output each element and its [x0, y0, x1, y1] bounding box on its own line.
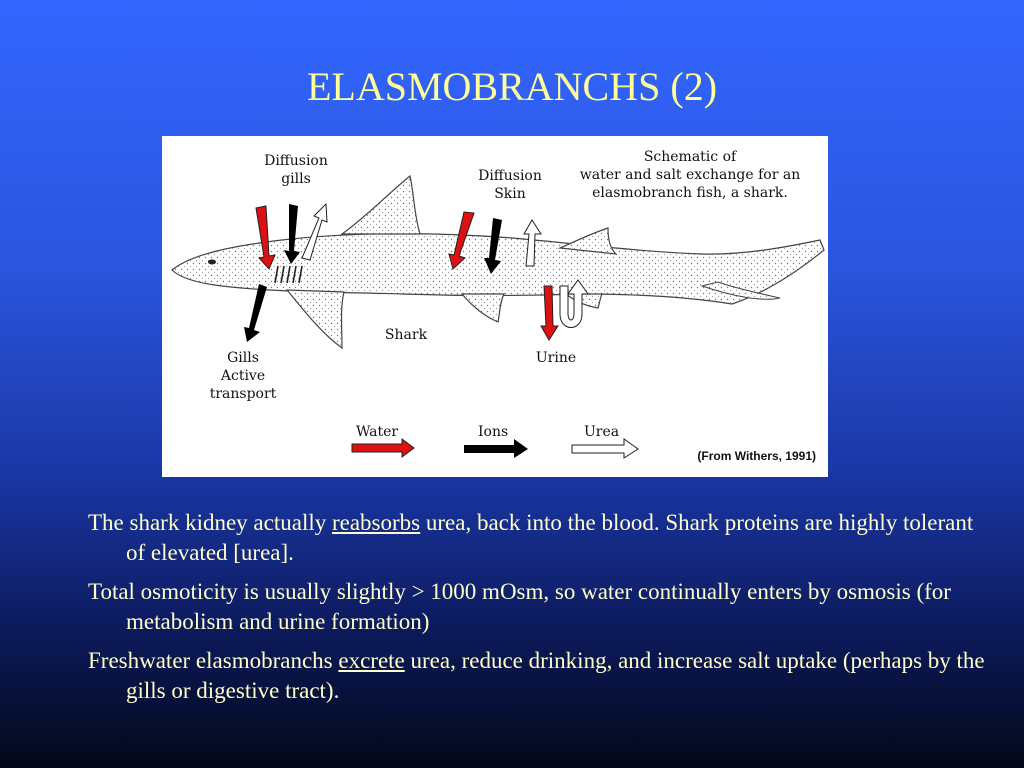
bullet-item: The shark kidney actually reabsorbs urea…	[88, 508, 988, 568]
legend-water-arrow-icon	[351, 438, 415, 458]
label-gills-active-transport: Gills Active transport	[209, 350, 277, 402]
bullet-text: Total osmoticity is usually slightly > 1…	[88, 579, 951, 634]
bullet-list: The shark kidney actually reabsorbs urea…	[88, 508, 988, 715]
slide-title: ELASMOBRANCHS (2)	[306, 64, 718, 109]
bullet-item: Freshwater elasmobranchs excrete urea, r…	[88, 646, 988, 706]
shark-illustration	[171, 174, 825, 350]
ion-arrow-skin-in-icon	[484, 218, 502, 274]
shark-diagram-drawing	[171, 174, 825, 459]
bullet-text: Freshwater elasmobranchs	[88, 648, 339, 673]
water-arrow-gills-icon	[255, 205, 276, 270]
legend-ion-arrow-icon	[464, 439, 528, 458]
urea-arrow-skin-out-icon	[523, 219, 542, 267]
legend-label-ions: Ions	[478, 424, 509, 440]
ion-arrow-gills-in-icon	[284, 204, 300, 264]
diagram-caption: Schematic of water and salt exchange for…	[579, 149, 801, 201]
figure-credit: (From Withers, 1991)	[697, 449, 816, 463]
urea-reabsorb-arrow-icon	[559, 279, 589, 328]
legend-label-urea: Urea	[584, 424, 620, 440]
label-urine: Urine	[535, 350, 577, 366]
label-shark: Shark	[384, 327, 428, 343]
bullet-text: The shark kidney actually	[88, 510, 332, 535]
label-diffusion-skin: Diffusion Skin	[478, 168, 542, 202]
bullet-emphasis: excrete	[338, 648, 405, 673]
label-diffusion-gills: Diffusion gills	[264, 153, 328, 187]
bullet-item: Total osmoticity is usually slightly > 1…	[88, 577, 988, 637]
shark-diagram: Diffusion gills Diffusion Skin Schematic…	[162, 136, 828, 477]
bullet-text: urea, reduce drinking, and increase salt…	[126, 648, 985, 703]
legend-label-water: Water	[356, 424, 399, 440]
bullet-text: urea, back into the blood. Shark protein…	[126, 510, 974, 565]
ion-arrow-gills-out-icon	[244, 284, 267, 342]
urea-arrow-gills-out-icon	[301, 202, 328, 261]
water-arrow-urine-icon	[540, 285, 559, 341]
water-arrow-skin-icon	[448, 211, 475, 270]
bullet-emphasis: reabsorbs	[331, 510, 421, 535]
legend-urea-arrow-icon	[571, 438, 639, 459]
